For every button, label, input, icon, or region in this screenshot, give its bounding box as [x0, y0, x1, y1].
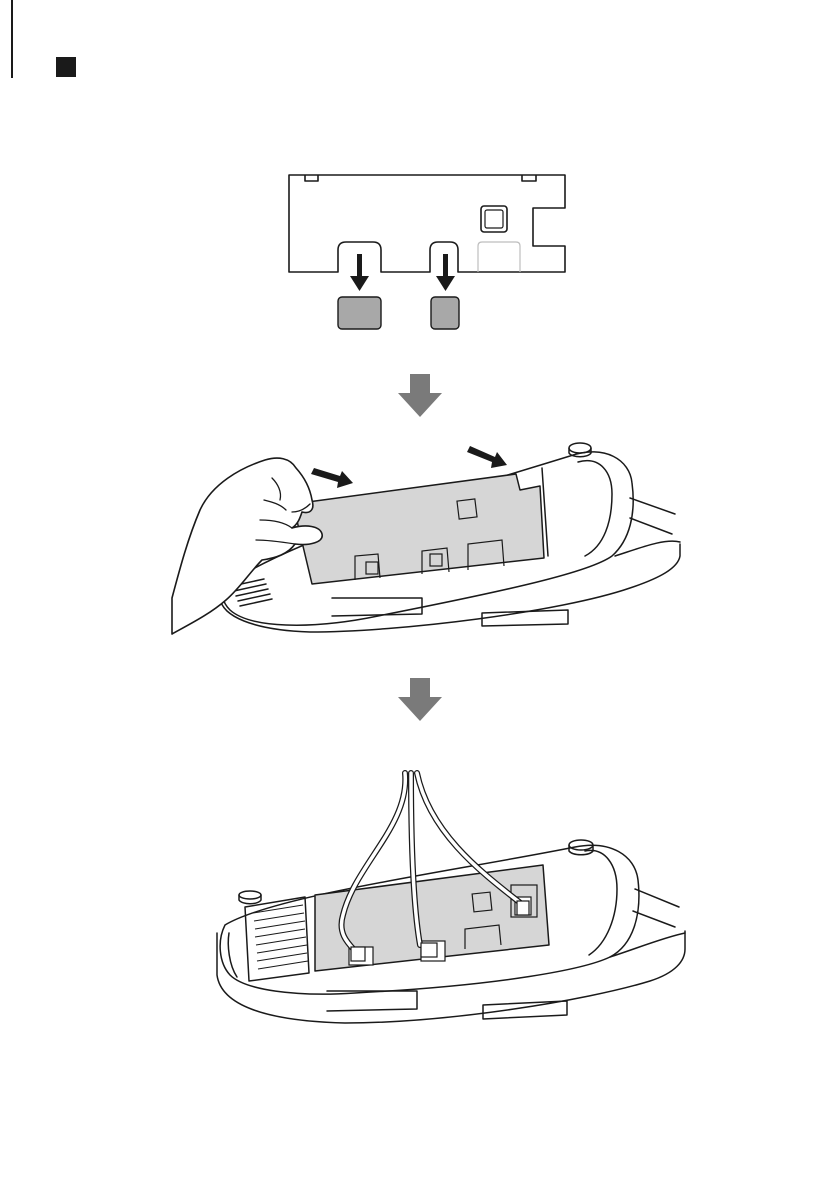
down-arrow-icon — [396, 374, 444, 420]
filled-square-icon — [56, 57, 76, 77]
cable-cover-panel-illustration — [280, 168, 580, 338]
down-arrow-icon — [396, 678, 444, 724]
page-edge-line — [0, 0, 13, 78]
projector-cables-connected-illustration — [205, 765, 695, 1035]
hand-attaching-cover-illustration — [160, 438, 690, 638]
